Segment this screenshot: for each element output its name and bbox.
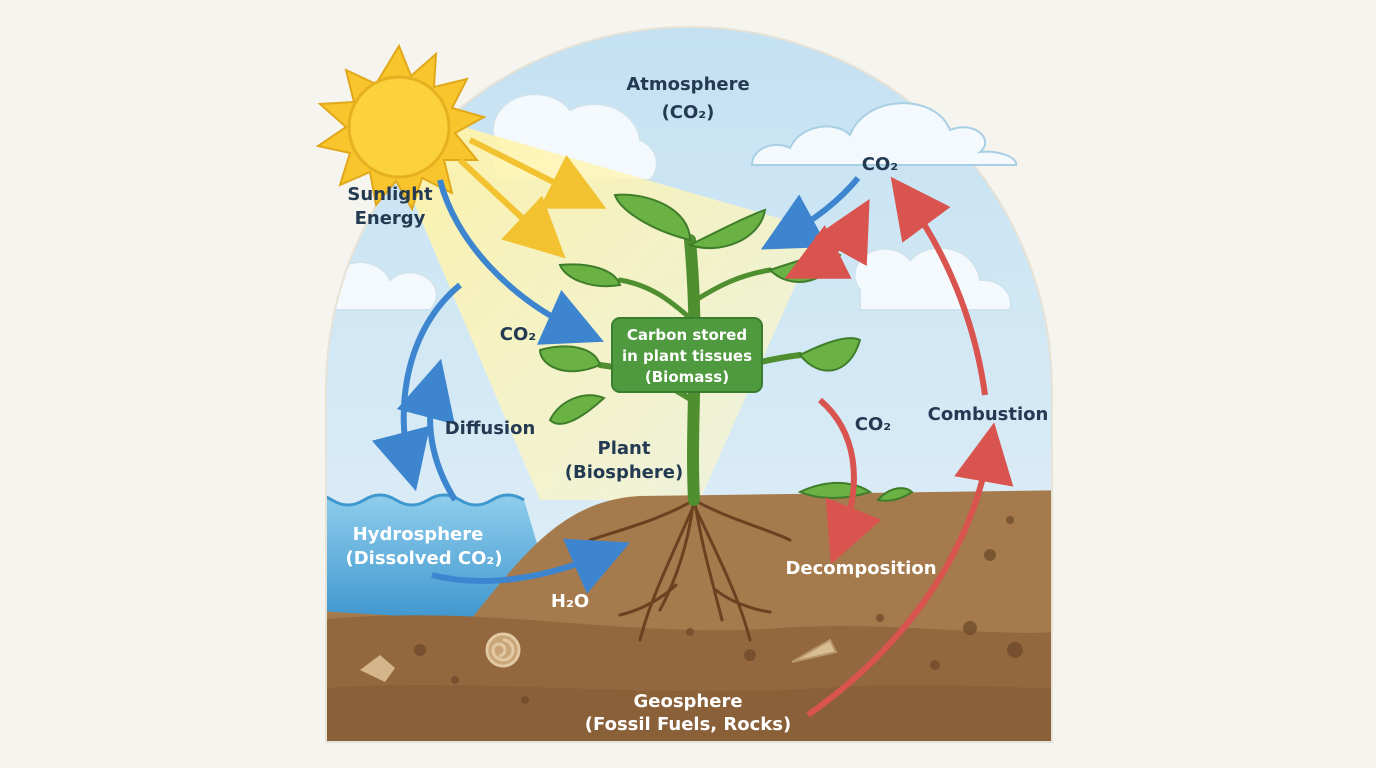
co2-left-label: CO₂ <box>500 324 536 345</box>
plant-roots <box>588 493 792 642</box>
geosphere-label: Geosphere <box>633 691 742 712</box>
co2-top-label: CO₂ <box>862 154 898 175</box>
dome-outline <box>325 26 1053 743</box>
fossil-horn-icon <box>791 638 838 663</box>
sun-icon <box>315 43 487 212</box>
combustion-label: Combustion <box>928 404 1049 425</box>
co2-sun-to-plant-arrow <box>437 179 604 345</box>
plant-sublabel: (Biosphere) <box>565 462 683 483</box>
diffusion-label: Diffusion <box>445 418 536 439</box>
decomposition-arrow <box>818 397 882 565</box>
carbon-storage-box <box>611 317 763 393</box>
combustion-up-arrow <box>890 176 988 396</box>
hydrosphere-label: Hydrosphere <box>353 524 484 545</box>
carbon-storage-line2: in plant tissues <box>622 347 752 365</box>
carbon-storage-line1: Carbon stored <box>627 326 747 344</box>
atmosphere-sublabel: (CO₂) <box>662 102 715 123</box>
rock-fragment-icon <box>360 655 395 682</box>
atmosphere-label: Atmosphere <box>626 74 749 95</box>
h2o-label: H₂O <box>551 591 589 612</box>
sunlight-arrow-2 <box>457 157 566 259</box>
co2-exchange-arrow-down <box>784 218 863 279</box>
geosphere-sublabel: (Fossil Fuels, Rocks) <box>585 714 791 735</box>
water-to-roots-arrow <box>431 538 631 594</box>
cloud-co2-icon <box>750 102 1018 166</box>
hydrosphere-sublabel: (Dissolved CO₂) <box>345 548 502 569</box>
energy-label: Energy <box>355 208 426 229</box>
sunlight-arrow-1 <box>468 137 607 209</box>
diffusion-up-arrow <box>396 358 458 502</box>
water-body <box>326 495 560 620</box>
decomposition-label: Decomposition <box>785 558 936 579</box>
co2-right-label: CO₂ <box>855 414 891 435</box>
sunlight-label: Sunlight <box>347 184 433 205</box>
water-wave-line <box>326 493 525 507</box>
fossil-to-combustion-arrow <box>806 422 1014 718</box>
carbon-storage-line3: (Biomass) <box>645 368 729 386</box>
plant-label: Plant <box>598 438 651 459</box>
fossil-shell-icon <box>485 632 521 668</box>
